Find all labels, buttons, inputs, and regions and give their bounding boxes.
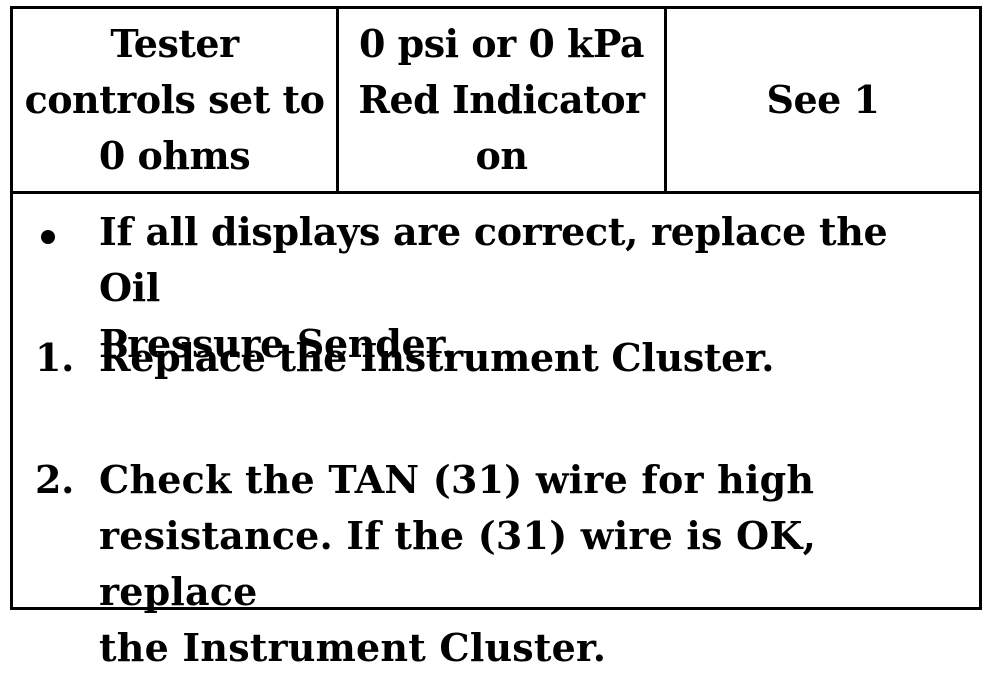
step-text: Replace the Instrument Cluster. (99, 335, 775, 380)
test-setup-cell: Tester controls set to 0 ohms (13, 9, 339, 191)
step-number: 2. (35, 457, 75, 502)
action-reference-text: See 1 (766, 77, 880, 122)
expected-result-text: 0 psi or 0 kPa Red Indicator on (358, 21, 645, 178)
condition-row: Tester controls set to 0 ohms 0 psi or 0… (13, 9, 979, 194)
instructions-area: If all displays are correct, replace the… (13, 194, 979, 670)
test-setup-text: Tester controls set to 0 ohms (24, 21, 325, 178)
action-reference-cell: See 1 (667, 9, 979, 191)
step-text: Check the TAN (31) wire for high resista… (99, 457, 816, 670)
bullet-text: If all displays are correct, replace the… (99, 209, 888, 366)
expected-result-cell: 0 psi or 0 kPa Red Indicator on (339, 9, 667, 191)
bullet-icon (41, 230, 55, 244)
diagnostic-table: Tester controls set to 0 ohms 0 psi or 0… (10, 6, 982, 670)
step-number: 1. (35, 335, 75, 380)
